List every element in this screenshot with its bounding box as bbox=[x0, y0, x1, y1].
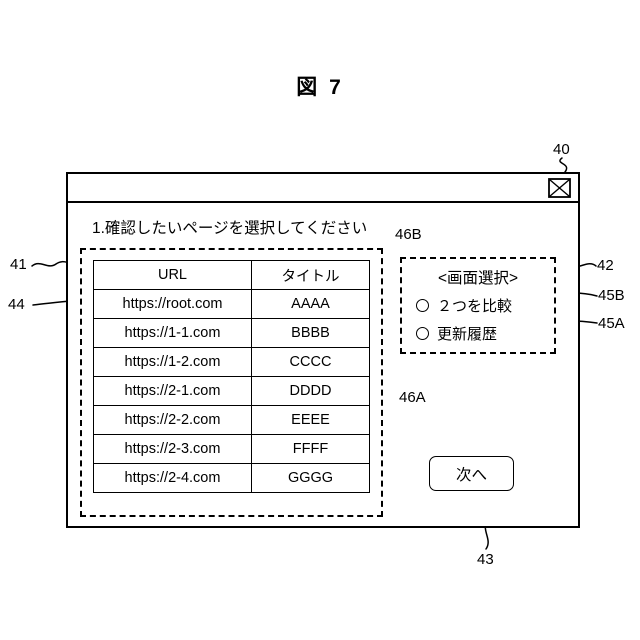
radio-option-label: 更新履歴 bbox=[437, 326, 498, 343]
title-cell[interactable]: GGGG bbox=[251, 463, 370, 493]
figure-title: 図 7 bbox=[296, 76, 344, 99]
page-table: URL タイトル https://root.com AAAA https://1… bbox=[93, 260, 370, 493]
url-cell[interactable]: https://2-2.com bbox=[93, 405, 252, 435]
page-table-region: URL タイトル https://root.com AAAA https://1… bbox=[80, 248, 383, 517]
table-row[interactable]: https://1-1.com BBBB bbox=[93, 318, 370, 348]
table-row[interactable]: https://2-4.com GGGG bbox=[93, 463, 370, 493]
screen-select-title: <画面選択> bbox=[437, 270, 519, 287]
table-row[interactable]: https://2-2.com EEEE bbox=[93, 405, 370, 435]
ref-label-40: 40 bbox=[553, 141, 570, 158]
close-icon bbox=[548, 178, 571, 198]
table-row[interactable]: https://1-2.com CCCC bbox=[93, 347, 370, 377]
ref-label-46B: 46B bbox=[395, 226, 422, 243]
table-row[interactable]: https://2-3.com FFFF bbox=[93, 434, 370, 464]
radio-icon[interactable] bbox=[416, 299, 429, 312]
url-cell[interactable]: https://2-1.com bbox=[93, 376, 252, 406]
title-cell[interactable]: CCCC bbox=[251, 347, 370, 377]
ref-label-41: 41 bbox=[10, 256, 27, 273]
table-row[interactable]: https://2-1.com DDDD bbox=[93, 376, 370, 406]
leader-line-40 bbox=[559, 157, 568, 173]
title-cell[interactable]: AAAA bbox=[251, 289, 370, 319]
title-cell[interactable]: BBBB bbox=[251, 318, 370, 348]
screen-select-region: <画面選択> ２つを比較 更新履歴 bbox=[400, 257, 556, 354]
title-cell[interactable]: EEEE bbox=[251, 405, 370, 435]
close-button[interactable] bbox=[548, 178, 571, 198]
url-cell[interactable]: https://2-4.com bbox=[93, 463, 252, 493]
url-cell[interactable]: https://2-3.com bbox=[93, 434, 252, 464]
ref-label-45A: 45A bbox=[598, 315, 625, 332]
url-cell[interactable]: https://1-1.com bbox=[93, 318, 252, 348]
url-cell[interactable]: https://1-2.com bbox=[93, 347, 252, 377]
ref-label-46A: 46A bbox=[399, 389, 426, 406]
table-row[interactable]: https://root.com AAAA bbox=[93, 289, 370, 319]
radio-icon[interactable] bbox=[416, 327, 429, 340]
title-cell[interactable]: FFFF bbox=[251, 434, 370, 464]
radio-option-history[interactable]: 更新履歴 bbox=[416, 323, 554, 344]
ref-label-43: 43 bbox=[477, 551, 494, 568]
table-header-row: URL タイトル bbox=[93, 260, 370, 290]
title-cell[interactable]: DDDD bbox=[251, 376, 370, 406]
ref-label-45B: 45B bbox=[598, 287, 625, 304]
dialog-window: 1.確認したいページを選択してください URL タイトル https://roo… bbox=[66, 172, 580, 528]
window-titlebar bbox=[68, 174, 578, 203]
radio-option-label: ２つを比較 bbox=[437, 298, 513, 315]
next-button[interactable]: 次へ bbox=[429, 456, 514, 491]
instruction-text: 1.確認したいページを選択してください bbox=[92, 220, 368, 237]
ref-label-42: 42 bbox=[597, 257, 614, 274]
table-header-url: URL bbox=[93, 260, 252, 290]
table-header-title: タイトル bbox=[251, 260, 370, 290]
ref-label-44: 44 bbox=[8, 296, 25, 313]
url-cell[interactable]: https://root.com bbox=[93, 289, 252, 319]
radio-option-compare[interactable]: ２つを比較 bbox=[416, 295, 554, 316]
